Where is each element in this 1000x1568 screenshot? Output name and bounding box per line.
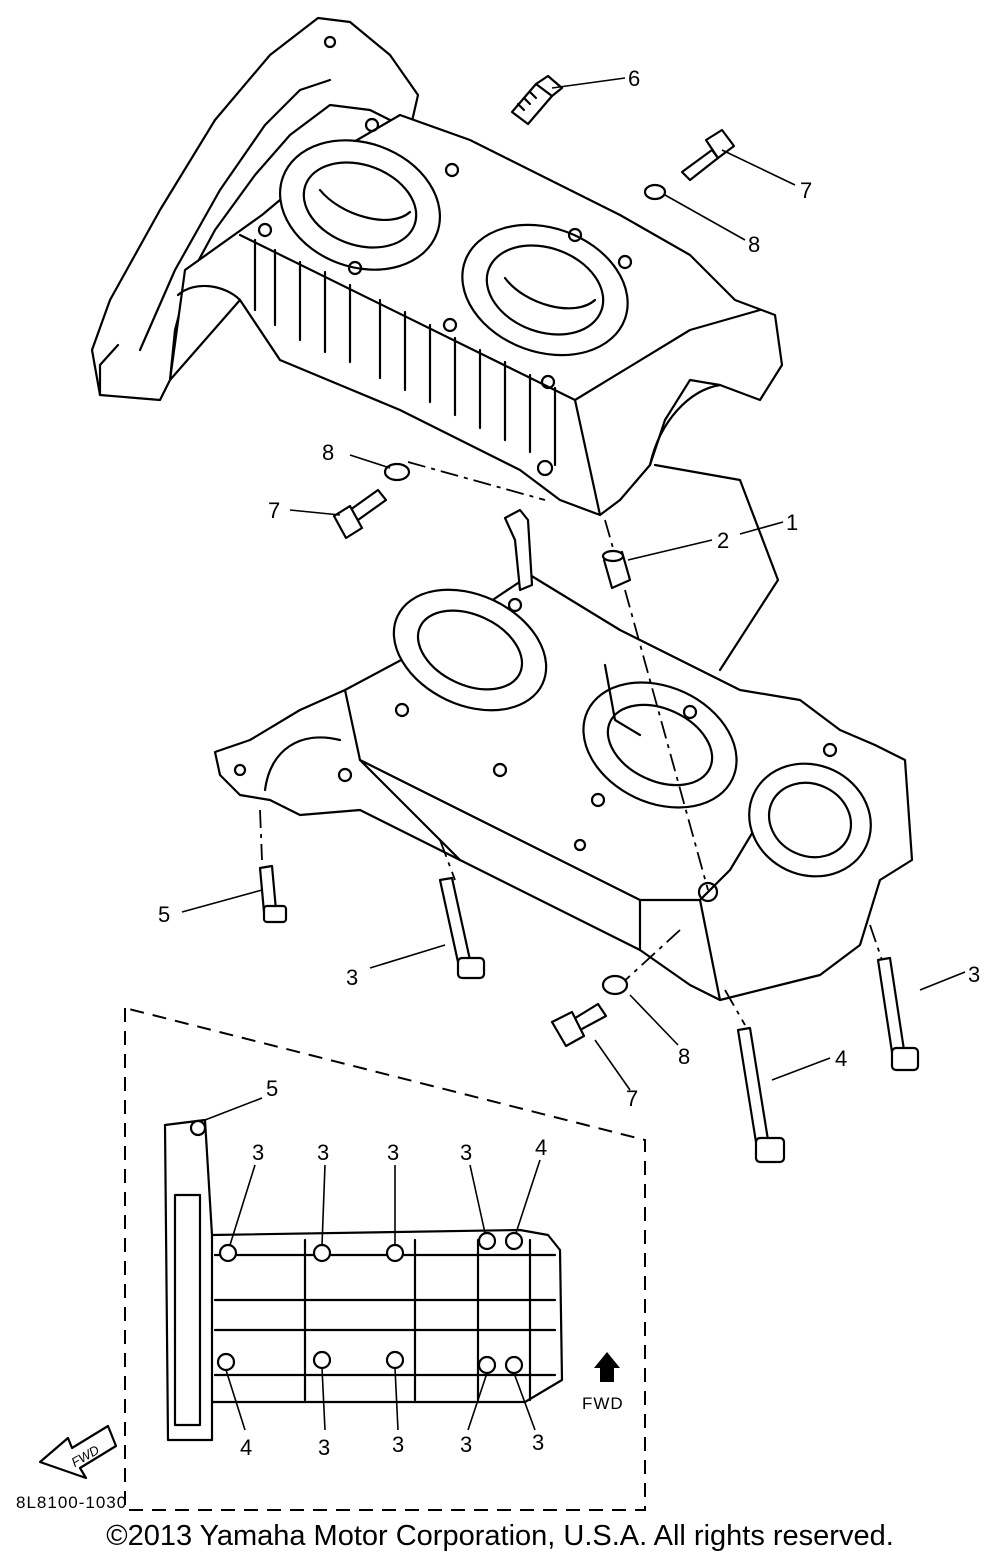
callout-8-left: 8 bbox=[322, 440, 334, 465]
copyright-notice: ©2013 Yamaha Motor Corporation, U.S.A. A… bbox=[106, 1520, 894, 1552]
callout-6: 6 bbox=[628, 66, 640, 91]
callout-3-right: 3 bbox=[968, 962, 980, 987]
callout-5: 5 bbox=[158, 902, 170, 927]
inset-callout-4-top: 4 bbox=[535, 1135, 547, 1160]
callout-7-left: 7 bbox=[268, 498, 280, 523]
upper-crankcase bbox=[90, 16, 784, 517]
assembly-guide-lines bbox=[259, 461, 883, 1026]
callout-4: 4 bbox=[835, 1046, 847, 1071]
callout-2: 2 bbox=[717, 528, 729, 553]
fwd-label: FWD bbox=[582, 1394, 624, 1413]
inset-bottom-view: FWD bbox=[124, 1006, 646, 1511]
fwd-direction-arrow: FWD bbox=[38, 1424, 118, 1480]
callout-3-center: 3 bbox=[346, 965, 358, 990]
inset-callout-3-c: 3 bbox=[387, 1140, 399, 1165]
leader-lines bbox=[181, 77, 966, 1091]
callout-8-bottom: 8 bbox=[678, 1044, 690, 1069]
inset-callout-3-e: 3 bbox=[318, 1435, 330, 1460]
inset-callout-3-f: 3 bbox=[392, 1432, 404, 1457]
inset-callout-3-a: 3 bbox=[252, 1140, 264, 1165]
lower-crankcase bbox=[213, 508, 914, 1002]
part-code: 8L8100-1030 bbox=[16, 1493, 127, 1512]
inset-callout-3-g: 3 bbox=[460, 1432, 472, 1457]
callout-7-bottom: 7 bbox=[626, 1086, 638, 1111]
inset-callout-3-h: 3 bbox=[532, 1430, 544, 1455]
callout-8-top: 8 bbox=[748, 232, 760, 257]
inset-callout-5: 5 bbox=[266, 1076, 278, 1101]
fasteners bbox=[258, 74, 920, 1164]
callout-1: 1 bbox=[786, 510, 798, 535]
inset-callout-3-d: 3 bbox=[460, 1140, 472, 1165]
fwd-up-arrow-icon bbox=[594, 1352, 620, 1382]
callout-numbers: 6 7 8 8 7 2 1 5 3 3 8 4 7 5 3 3 3 3 4 4 … bbox=[158, 66, 980, 1460]
inset-callout-4-bottom: 4 bbox=[240, 1435, 252, 1460]
callout-7-top: 7 bbox=[800, 178, 812, 203]
inset-callout-3-b: 3 bbox=[317, 1140, 329, 1165]
